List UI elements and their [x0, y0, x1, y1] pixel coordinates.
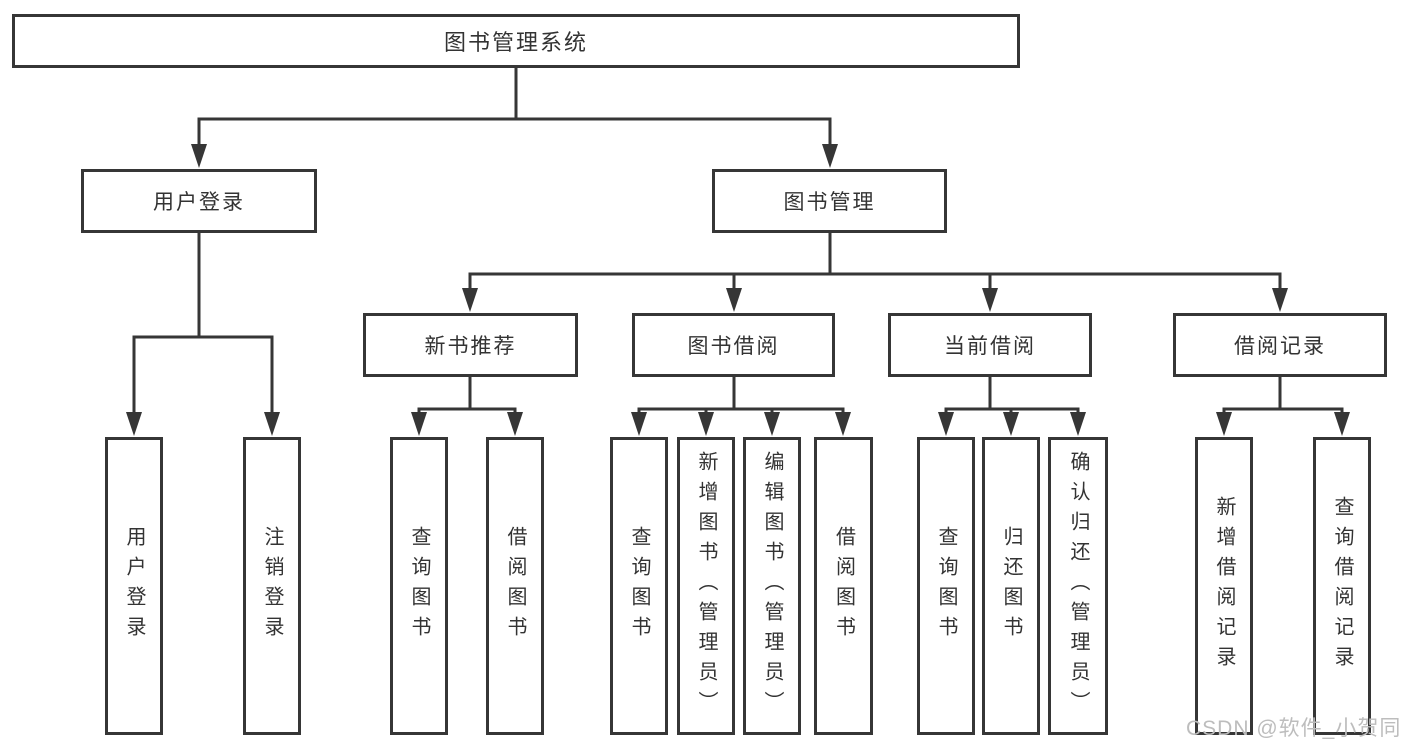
connector-segments — [132, 68, 1344, 415]
leaf-edit-book-admin: 编辑图书（管理员） — [743, 437, 801, 735]
connector-root — [197, 68, 832, 146]
connector-borrowing-records — [1222, 377, 1344, 415]
node-borrowing-records: 借阅记录 — [1173, 313, 1387, 377]
watermark: CSDN @软件_小贺同学 — [1186, 717, 1402, 740]
connector-current-borrowing — [944, 377, 1080, 415]
node-new-book-recommendation: 新书推荐 — [363, 313, 578, 377]
connector-user-login — [132, 232, 274, 414]
leaf-query-books-current: 查询图书 — [917, 437, 975, 735]
node-book-management: 图书管理 — [712, 169, 947, 233]
leaf-confirm-return-admin: 确认归还（管理员） — [1048, 437, 1108, 735]
leaf-borrow-books-borrowing: 借阅图书 — [814, 437, 873, 735]
leaf-return-book: 归还图书 — [982, 437, 1040, 735]
leaf-logout: 注销登录 — [243, 437, 301, 735]
leaf-query-books-recommend: 查询图书 — [390, 437, 448, 735]
node-current-borrowing: 当前借阅 — [888, 313, 1092, 377]
node-root: 图书管理系统 — [12, 14, 1020, 68]
arrowheads — [126, 144, 1350, 436]
node-user-login: 用户登录 — [81, 169, 317, 233]
connector-new-book-recommendation — [417, 377, 517, 415]
connector-book-management — [468, 232, 1282, 290]
connector-book-borrowing — [637, 377, 845, 415]
leaf-user-login: 用户登录 — [105, 437, 163, 735]
leaf-query-borrow-record: 查询借阅记录 — [1313, 437, 1371, 735]
leaf-borrow-books-recommend: 借阅图书 — [486, 437, 544, 735]
leaf-query-books-borrowing: 查询图书 — [610, 437, 668, 735]
node-book-borrowing: 图书借阅 — [632, 313, 835, 377]
leaf-add-borrow-record: 新增借阅记录 — [1195, 437, 1253, 735]
leaf-add-book-admin: 新增图书（管理员） — [677, 437, 735, 735]
